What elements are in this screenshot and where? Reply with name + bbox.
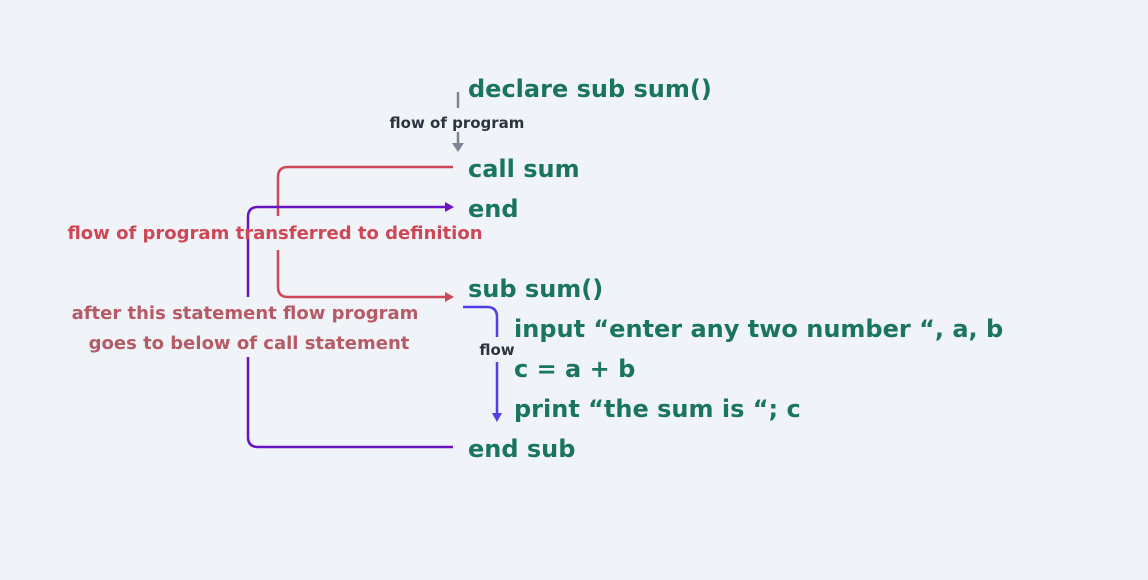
code-end-sub: end sub — [468, 435, 575, 463]
flow-of-program-label: flow of program — [390, 114, 525, 132]
code-print-line: print “the sum is “; c — [514, 395, 801, 423]
return-to-caller-connector — [246, 202, 454, 449]
sub-body-flow-arrow — [463, 305, 502, 422]
flow-label: flow — [479, 341, 514, 359]
code-sub-header: sub sum() — [468, 275, 603, 303]
code-end: end — [468, 195, 519, 223]
transferred-to-definition-label: flow of program transferred to definitio… — [67, 223, 482, 244]
code-input-line: input “enter any two number “, a, b — [514, 315, 1003, 343]
after-statement-label-line2: goes to below of call statement — [89, 333, 410, 354]
call-to-definition-connector — [276, 165, 454, 302]
code-declare-sub: declare sub sum() — [468, 75, 712, 103]
after-statement-label-line1: after this statement flow program — [72, 303, 419, 324]
code-call-sum: call sum — [468, 155, 580, 183]
flow-of-program-arrow — [452, 92, 464, 152]
code-assign-line: c = a + b — [514, 355, 635, 383]
